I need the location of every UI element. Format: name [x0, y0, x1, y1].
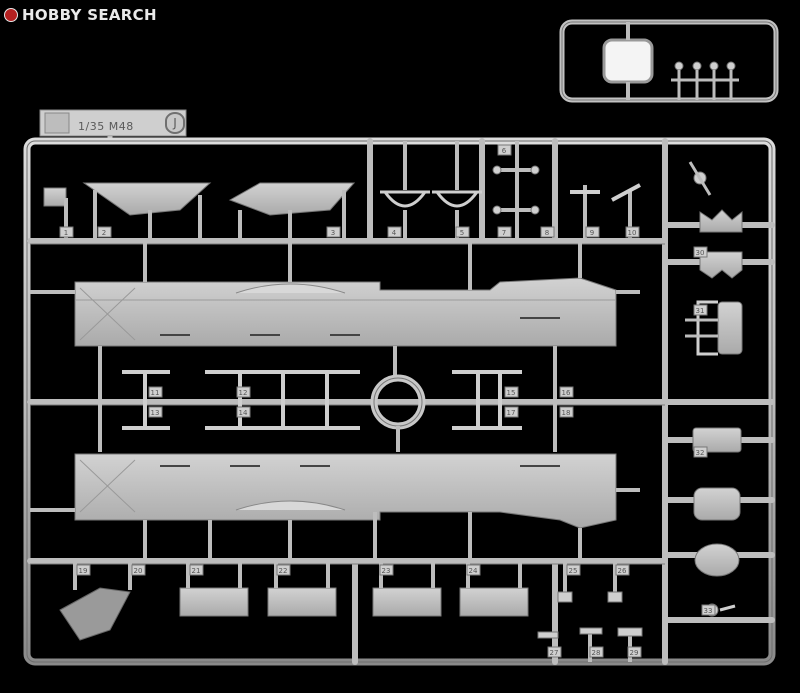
part-number-label: 6	[502, 147, 507, 155]
part-number-label: 8	[545, 229, 549, 237]
part-number-flag: 7	[497, 226, 512, 238]
part-number-flag: 16	[559, 386, 574, 398]
part-number-label: 21	[192, 567, 201, 575]
part-number-label: 13	[151, 409, 160, 417]
part-number-flag: 10	[625, 226, 640, 238]
part-number-flag: 14	[236, 406, 251, 418]
part-number-label: 29	[630, 649, 639, 657]
watermark-brand: HOBBY SEARCH	[22, 6, 157, 24]
sprue-tag	[39, 109, 187, 140]
part-number-flag: 13	[148, 406, 163, 418]
part-number-flag: 33	[701, 604, 716, 616]
runner-frame	[23, 137, 776, 666]
part-number-flag: 28	[589, 646, 604, 658]
part-number-flag: 5	[455, 226, 470, 238]
part-number-label: 25	[569, 567, 578, 575]
part-number-label: 33	[704, 607, 713, 615]
part-number-label: 12	[239, 389, 248, 397]
part-number-label: 23	[382, 567, 391, 575]
watermark: HOBBY SEARCH	[4, 4, 157, 26]
part-number-flag: 20	[131, 564, 146, 576]
part-number-label: 26	[618, 567, 627, 575]
part-number-flag: 32	[693, 446, 708, 458]
part-number-flag: 31	[693, 304, 708, 316]
part-number-flag: 11	[148, 386, 163, 398]
part-number-flag: 12	[236, 386, 251, 398]
right-column-parts	[685, 161, 743, 617]
part-number-flag: 15	[504, 386, 519, 398]
part-number-label: 24	[469, 567, 478, 575]
hobby-search-logo-icon	[4, 8, 18, 22]
part-number-flag: 22	[276, 564, 291, 576]
part-number-label: 32	[696, 449, 705, 457]
hull-side-panel-lower	[30, 453, 640, 561]
part-number-label: 2	[102, 229, 106, 237]
part-number-flag: 29	[627, 646, 642, 658]
part-number-label: 20	[134, 567, 143, 575]
part-number-flag: 8	[540, 226, 555, 238]
part-number-flag: 4	[387, 226, 402, 238]
part-number-label: 28	[592, 649, 601, 657]
part-number-flag: 19	[76, 564, 91, 576]
part-number-flag: 18	[559, 406, 574, 418]
part-number-flag: 21	[189, 564, 204, 576]
part-number-label: 16	[562, 389, 571, 397]
part-number-flag: 27	[547, 646, 562, 658]
part-number-label: 19	[79, 567, 88, 575]
part-number-label: 18	[562, 409, 571, 417]
part-number-label: 27	[550, 649, 559, 657]
part-number-label: 11	[151, 389, 160, 397]
part-number-flag: 24	[466, 564, 481, 576]
part-number-flag: 3	[326, 226, 341, 238]
part-number-flag: 2	[97, 226, 112, 238]
top-row-parts	[43, 141, 641, 241]
sprue-tag-letter: J	[165, 112, 185, 134]
part-number-label: 7	[502, 229, 506, 237]
part-number-label: 31	[696, 307, 705, 315]
part-number-flag: 30	[693, 246, 708, 258]
small-sprue	[559, 19, 779, 103]
part-number-label: 4	[392, 229, 397, 237]
part-number-flag: 25	[566, 564, 581, 576]
part-number-label: 5	[460, 229, 464, 237]
part-number-flag: 17	[504, 406, 519, 418]
sprue-tag-text: 1/35 M48	[78, 120, 134, 133]
part-number-label: 9	[590, 229, 594, 237]
hull-side-panel-upper	[30, 241, 640, 402]
part-number-label: 14	[239, 409, 248, 417]
part-number-label: 17	[507, 409, 516, 417]
part-number-flag: 23	[379, 564, 394, 576]
manufacturer-logo-icon	[44, 112, 70, 134]
part-number-label: 1	[64, 229, 68, 237]
part-number-label: 3	[331, 229, 335, 237]
part-number-flag: 26	[615, 564, 630, 576]
part-number-label: 10	[628, 229, 637, 237]
part-number-label: 22	[279, 567, 288, 575]
part-number-label: 30	[696, 249, 705, 257]
middle-row-parts	[98, 370, 557, 452]
part-number-flag: 1	[59, 226, 74, 238]
part-number-flag: 6	[497, 144, 512, 156]
part-number-label: 15	[507, 389, 516, 397]
part-number-flag: 9	[585, 226, 600, 238]
lens-part	[602, 38, 654, 84]
